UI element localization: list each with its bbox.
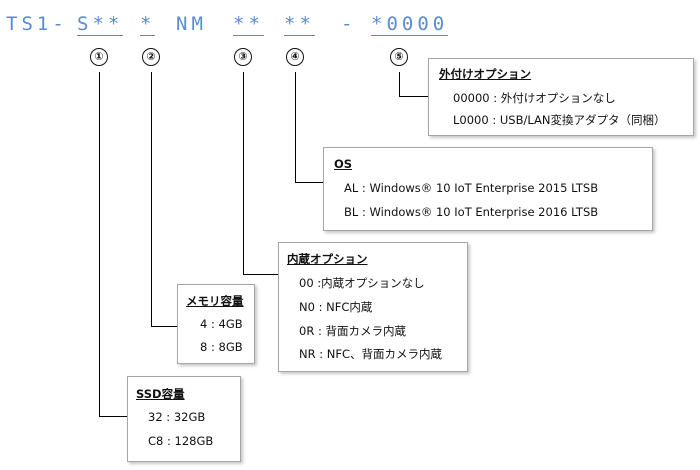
code-segment-internal: ** [233, 13, 264, 36]
marker-5: ⑤ [390, 48, 408, 66]
ssd-title: SSD容量 [136, 387, 185, 401]
memory-box: メモリ容量 4 : 4GB 8 : 8GB [177, 284, 255, 364]
internal-option-item: N0 : NFC内蔵 [299, 300, 373, 314]
memory-item: 8 : 8GB [200, 340, 243, 354]
external-option-box: 外付けオプション 00000 : 外付けオプションなし L0000 : USB/… [428, 58, 694, 136]
code-nm: NM [176, 13, 207, 35]
code-segment-memory: * [140, 13, 156, 36]
connector-memory [151, 72, 178, 327]
marker-2: ② [142, 48, 160, 66]
external-option-title: 外付けオプション [439, 67, 531, 81]
code-segment-ssd: S** [77, 13, 124, 36]
ssd-item: C8 : 128GB [148, 434, 214, 448]
connector-external [399, 72, 429, 97]
memory-title: メモリ容量 [186, 294, 244, 308]
internal-option-item: 00 :内蔵オプションなし [299, 276, 425, 290]
memory-item: 4 : 4GB [200, 317, 243, 331]
code-dash: - [341, 13, 357, 35]
os-box: OS AL : Windows® 10 IoT Enterprise 2015 … [323, 147, 653, 231]
code-segment-external: *0000 [371, 13, 449, 36]
internal-option-box: 内蔵オプション 00 :内蔵オプションなし N0 : NFC内蔵 0R : 背面… [278, 242, 468, 372]
external-option-item: 00000 : 外付けオプションなし [453, 91, 616, 105]
external-option-item: L0000 : USB/LAN変換アダプタ（同梱） [453, 113, 666, 127]
ssd-box: SSD容量 32 : 32GB C8 : 128GB [127, 376, 241, 462]
code-segment-os: ** [284, 13, 315, 36]
os-title: OS [334, 157, 353, 171]
internal-option-item: NR : NFC、背面カメラ内蔵 [299, 347, 443, 361]
os-item: BL : Windows® 10 IoT Enterprise 2016 LTS… [344, 205, 599, 219]
os-item: AL : Windows® 10 IoT Enterprise 2015 LTS… [344, 181, 599, 195]
internal-option-title: 内蔵オプション [287, 252, 368, 266]
connector-ssd [99, 72, 128, 417]
marker-4: ④ [286, 48, 304, 66]
code-prefix: TS1- [6, 13, 68, 35]
connector-internal [243, 72, 279, 275]
marker-1: ① [90, 48, 108, 66]
internal-option-item: 0R : 背面カメラ内蔵 [299, 324, 406, 338]
ssd-item: 32 : 32GB [148, 410, 206, 424]
marker-3: ③ [234, 48, 252, 66]
connector-os [295, 72, 324, 183]
